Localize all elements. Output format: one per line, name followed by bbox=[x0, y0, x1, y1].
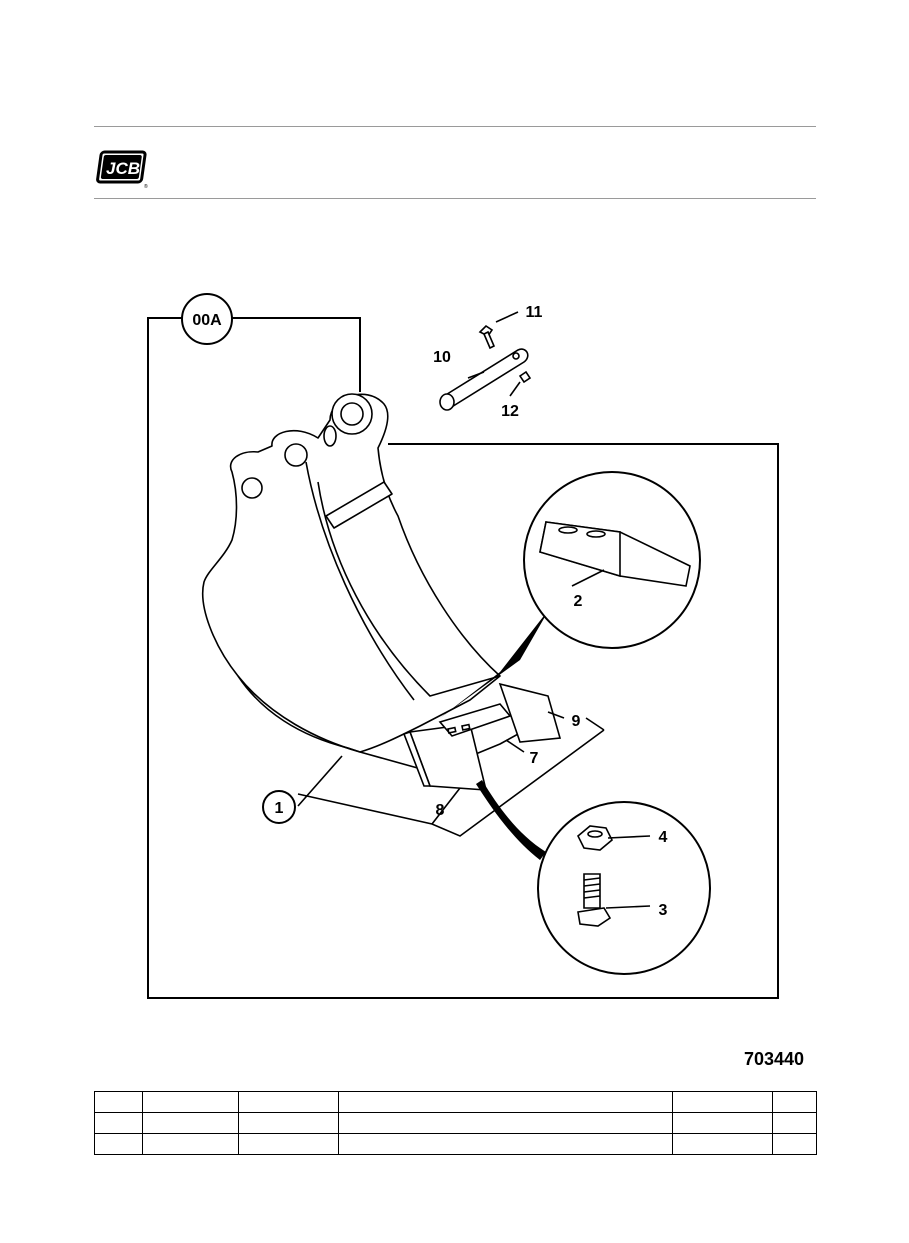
callout-7: 7 bbox=[530, 750, 539, 767]
callout-3: 3 bbox=[659, 902, 668, 919]
callout-1: 1 bbox=[275, 800, 284, 817]
group-code-label: 00A bbox=[192, 312, 222, 329]
table-row bbox=[94, 1091, 817, 1113]
callout-1-circle bbox=[262, 790, 296, 824]
jcb-logo: JCB ® bbox=[96, 150, 148, 190]
callout-10: 10 bbox=[433, 349, 451, 366]
detail-fasteners bbox=[476, 780, 711, 975]
table-cell bbox=[772, 1091, 817, 1113]
table-cell bbox=[238, 1112, 339, 1134]
diagram-frame bbox=[147, 317, 779, 999]
pin-bosses bbox=[241, 393, 373, 499]
callout-12: 12 bbox=[501, 403, 519, 420]
tooth-plates bbox=[402, 682, 562, 791]
callout-2: 2 bbox=[574, 593, 583, 610]
diagram-reference-number: 703440 bbox=[744, 1049, 805, 1069]
svg-text:®: ® bbox=[144, 183, 148, 190]
parts-table bbox=[94, 1091, 817, 1155]
bucket-body bbox=[202, 393, 541, 773]
table-cell bbox=[94, 1133, 143, 1155]
table-cell bbox=[142, 1091, 239, 1113]
table-cell bbox=[672, 1112, 773, 1134]
group-code-callout: 00A bbox=[181, 293, 233, 345]
table-cell bbox=[338, 1112, 673, 1134]
parts-table-body bbox=[94, 1091, 817, 1155]
table-cell bbox=[338, 1133, 673, 1155]
logo-text: JCB bbox=[106, 159, 140, 178]
callout-11: 11 bbox=[526, 304, 543, 321]
table-cell bbox=[94, 1112, 143, 1134]
leader-lines bbox=[297, 311, 651, 909]
table-cell bbox=[142, 1112, 239, 1134]
table-row bbox=[94, 1133, 817, 1155]
table-cell bbox=[772, 1133, 817, 1155]
detail-tooth bbox=[440, 471, 701, 718]
table-row bbox=[94, 1112, 817, 1134]
callout-8: 8 bbox=[436, 802, 445, 819]
table-cell bbox=[672, 1133, 773, 1155]
table-cell bbox=[772, 1112, 817, 1134]
table-cell bbox=[142, 1133, 239, 1155]
header-bottom-rule bbox=[94, 198, 816, 199]
table-cell bbox=[338, 1091, 673, 1113]
table-cell bbox=[94, 1091, 143, 1113]
callout-9: 9 bbox=[572, 713, 581, 730]
pin-assembly bbox=[439, 324, 532, 411]
callout-4: 4 bbox=[659, 829, 668, 846]
header-top-rule bbox=[94, 126, 816, 127]
table-cell bbox=[238, 1091, 339, 1113]
table-cell bbox=[672, 1091, 773, 1113]
table-cell bbox=[238, 1133, 339, 1155]
